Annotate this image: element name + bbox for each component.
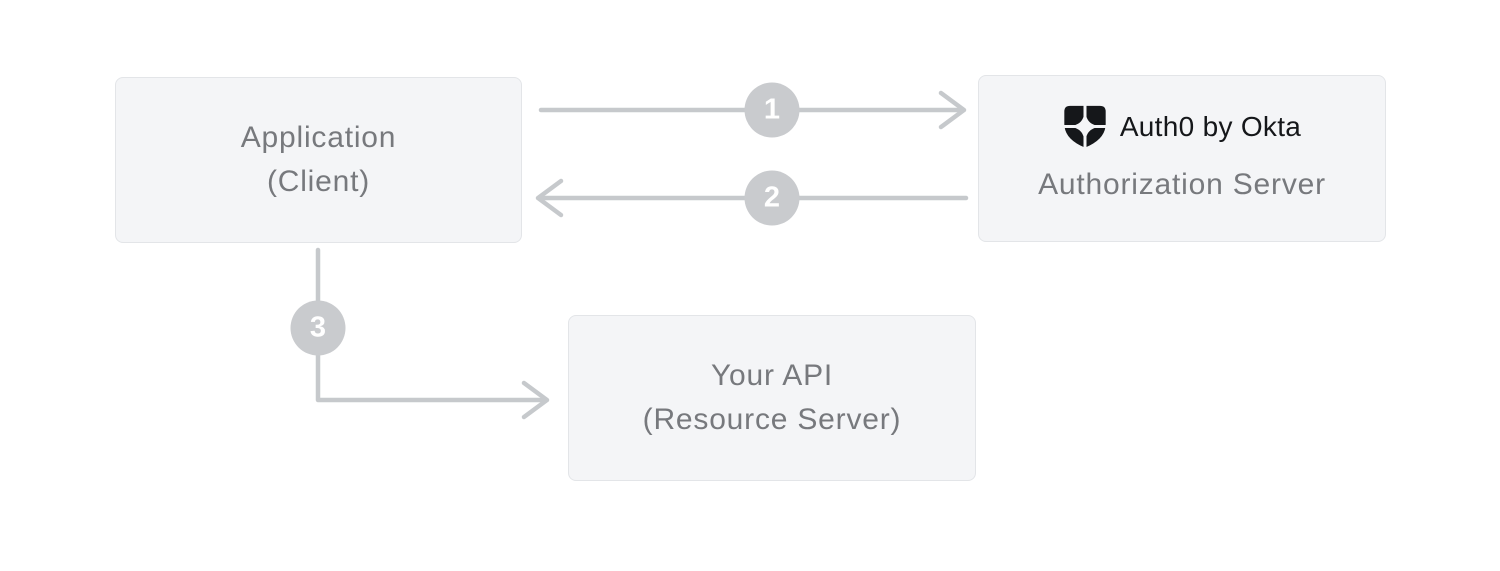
arrowhead-left-icon xyxy=(535,178,564,218)
application-title: Application xyxy=(240,121,397,154)
application-subtitle: (Client) xyxy=(266,165,371,198)
arrow-3 xyxy=(315,247,550,420)
step-badge-1: 1 xyxy=(744,82,800,138)
arrowhead-right-icon xyxy=(521,380,550,420)
step-badge-3: 3 xyxy=(290,300,346,356)
node-application: Application (Client) xyxy=(115,77,522,243)
auth0-shield-icon xyxy=(1064,105,1106,148)
your-api-subtitle: (Resource Server) xyxy=(642,403,902,436)
node-your-api: Your API (Resource Server) xyxy=(568,315,976,481)
arrowhead-right-icon xyxy=(938,90,967,130)
auth0-brand-text: Auth0 by Okta xyxy=(1119,110,1302,142)
your-api-title: Your API xyxy=(710,359,834,392)
step-badge-2: 2 xyxy=(744,170,800,226)
node-authorization-server: Auth0 by Okta Authorization Server xyxy=(978,75,1386,242)
authorization-server-label: Authorization Server xyxy=(1038,167,1326,201)
auth0-brand: Auth0 by Okta xyxy=(1063,104,1301,150)
